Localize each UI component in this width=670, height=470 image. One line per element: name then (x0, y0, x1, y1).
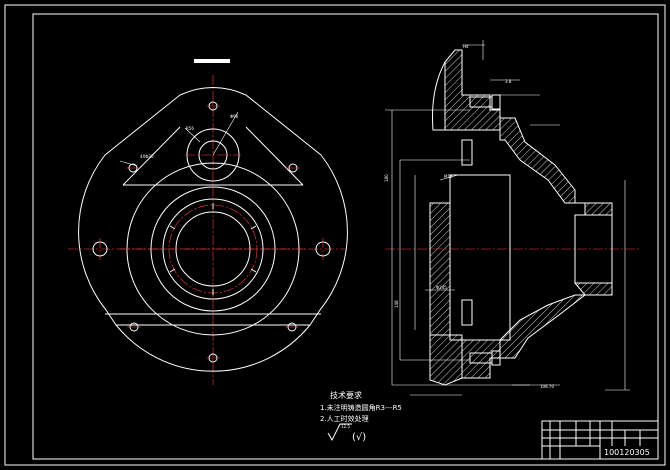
top-boss-leader (184, 127, 201, 143)
svg-text:180: 180 (384, 174, 389, 182)
section-dimensions (385, 40, 630, 396)
lobe-inner-right (245, 126, 304, 186)
notes-line-1: 1.未注明铸造圆角R3---R5 (320, 403, 402, 412)
technical-notes: 技术要求 1.未注明铸造圆角R3---R5 2.人工时效处理 12.5 (√) (320, 390, 402, 443)
top-boss-diameter (212, 111, 239, 156)
surface-finish-value: 12.5 (341, 424, 350, 429)
plan-view (68, 75, 348, 385)
drawing-border (4, 4, 666, 466)
section-bottom-ring (461, 339, 501, 379)
title-block: 100120305 (541, 420, 659, 460)
section-inner-bore (449, 174, 511, 341)
hole-annotation: 4XΦ20 (140, 154, 154, 159)
svg-text:H4: H4 (463, 44, 469, 49)
section-upper-wall (499, 117, 576, 204)
view-label-bar (194, 59, 230, 63)
drawing-number: 100120305 (604, 448, 650, 457)
bottom-holes (127, 322, 299, 363)
hub-bolt-marks (169, 203, 257, 295)
hub-ring-3 (162, 198, 264, 300)
section-bolts (461, 94, 501, 366)
lobe-inner-left (122, 126, 181, 186)
svg-text:M16: M16 (444, 174, 453, 179)
svg-text:3.8: 3.8 (505, 79, 512, 84)
svg-text:108.70: 108.70 (540, 384, 554, 389)
lobe-holes (119, 101, 300, 173)
surface-finish-symbol (327, 423, 352, 442)
section-top-flange (444, 49, 501, 131)
section-top-curve (432, 61, 446, 131)
svg-text:Φ245: Φ245 (436, 285, 447, 290)
dimension-values: 180 148 108.70 3.8 H4 M16 Φ245 (384, 44, 554, 389)
flange-bottom-arc (115, 324, 311, 372)
section-left-wall (429, 202, 451, 336)
section-view: 180 148 108.70 3.8 H4 M16 Φ245 (384, 40, 640, 396)
diameter-annotation: Φ96 (230, 114, 239, 119)
svg-text:148: 148 (394, 300, 399, 308)
boss-annotation: R56 (186, 126, 194, 131)
section-right-tube (575, 202, 613, 216)
inner-frame (32, 13, 659, 460)
section-right-tube-low (573, 282, 613, 296)
notes-line-2: 2.人工时效处理 (320, 414, 369, 423)
notes-title: 技术要求 (330, 390, 362, 400)
section-lower-wall (499, 294, 587, 359)
surface-finish-parenthesis: (√) (352, 432, 366, 443)
flange-outline (78, 87, 348, 326)
hub-ring-2 (150, 186, 276, 312)
